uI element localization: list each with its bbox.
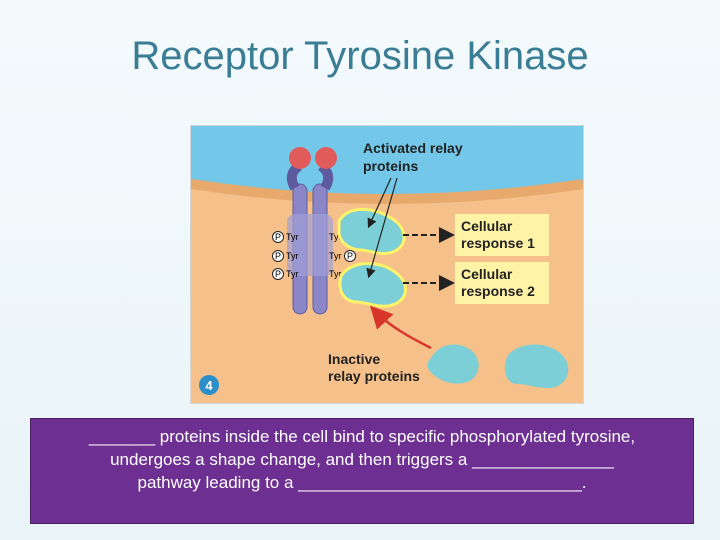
cellular-response-2-line2: response 2 [461, 283, 535, 299]
svg-text:P: P [275, 251, 281, 261]
caption-line-2: undergoes a shape change, and then trigg… [110, 450, 614, 469]
cellular-response-1-line1: Cellular [461, 218, 513, 234]
svg-text:P: P [275, 232, 281, 242]
svg-text:P: P [275, 269, 281, 279]
activated-relay-protein-2 [338, 261, 407, 308]
signal-molecule-left [289, 147, 311, 169]
receptor-diagram: P Tyr P Tyr P Tyr Tyr P Tyr P Tyr P Acti… [190, 125, 584, 404]
cellular-response-2-box [455, 262, 549, 304]
svg-text:Tyr: Tyr [329, 232, 342, 242]
inactive-label-line1: Inactive [328, 351, 380, 367]
cellular-response-1-line2: response 1 [461, 235, 535, 251]
svg-text:Tyr: Tyr [329, 269, 342, 279]
activated-label-line1: Activated relay [363, 140, 463, 156]
activation-arrow [369, 305, 432, 350]
pointer-arrow-1 [367, 177, 392, 229]
tyr-p-left: P Tyr P Tyr P Tyr [272, 231, 299, 280]
step-number: 4 [205, 378, 213, 393]
pointer-arrow-2 [366, 177, 398, 279]
activated-relay-protein-1 [337, 207, 406, 256]
caption-box: _______ proteins inside the cell bind to… [30, 418, 694, 524]
step-badge [199, 375, 219, 395]
svg-text:Tyr: Tyr [329, 251, 342, 261]
inactive-relay-protein-2 [504, 344, 569, 388]
slide-title: Receptor Tyrosine Kinase [131, 34, 589, 78]
cellular-response-2-line1: Cellular [461, 266, 513, 282]
plasma-membrane [190, 179, 584, 204]
caption-line-3: pathway leading to a ___________________… [137, 473, 587, 492]
svg-text:Tyr: Tyr [286, 269, 299, 279]
inactive-relay-protein-1 [427, 344, 479, 384]
cellular-response-1-box [455, 214, 549, 256]
inactive-label-line2: relay proteins [328, 368, 420, 384]
signal-molecule-right [315, 147, 337, 169]
diagram-svg: P Tyr P Tyr P Tyr Tyr P Tyr P Tyr P Acti… [190, 126, 584, 403]
activated-label-line2: proteins [363, 158, 418, 174]
svg-text:Tyr: Tyr [286, 232, 299, 242]
svg-text:P: P [347, 251, 353, 261]
caption-line-1: _______ proteins inside the cell bind to… [88, 427, 636, 446]
svg-text:Tyr: Tyr [286, 251, 299, 261]
